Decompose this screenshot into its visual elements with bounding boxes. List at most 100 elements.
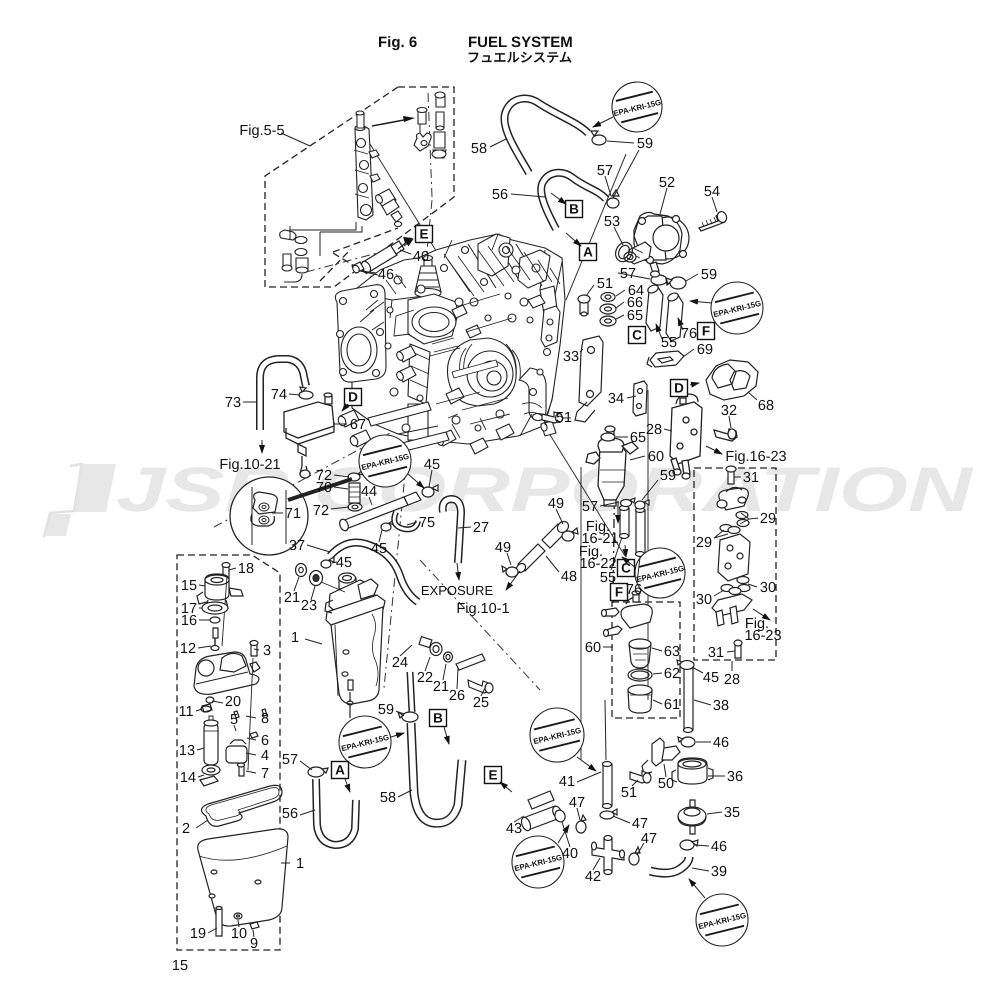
svg-text:46: 46: [713, 735, 729, 751]
svg-text:59: 59: [660, 468, 676, 484]
svg-text:46: 46: [711, 839, 727, 855]
svg-text:9: 9: [250, 936, 258, 952]
svg-text:Fig.10-21: Fig.10-21: [219, 457, 280, 473]
svg-text:48: 48: [561, 569, 577, 585]
svg-text:59: 59: [378, 702, 394, 718]
svg-text:76: 76: [681, 326, 697, 342]
svg-text:47: 47: [641, 831, 657, 847]
svg-text:1: 1: [296, 856, 304, 872]
svg-text:50: 50: [658, 776, 674, 792]
svg-text:25: 25: [473, 695, 489, 711]
svg-text:63: 63: [664, 644, 680, 660]
svg-text:A: A: [583, 245, 593, 260]
svg-text:66: 66: [627, 295, 643, 311]
svg-text:13: 13: [179, 743, 195, 759]
svg-text:45: 45: [371, 541, 387, 557]
svg-text:64: 64: [628, 283, 644, 299]
svg-text:F: F: [702, 324, 710, 339]
svg-text:51: 51: [621, 785, 637, 801]
svg-text:8: 8: [261, 711, 269, 727]
svg-text:61: 61: [664, 697, 680, 713]
svg-text:55: 55: [661, 335, 677, 351]
svg-text:32: 32: [721, 403, 737, 419]
svg-text:69: 69: [697, 342, 713, 358]
svg-text:20: 20: [225, 694, 241, 710]
svg-text:76: 76: [626, 582, 642, 598]
svg-text:45: 45: [424, 457, 440, 473]
svg-text:49: 49: [548, 496, 564, 512]
svg-text:28: 28: [646, 422, 662, 438]
svg-text:14: 14: [180, 770, 196, 786]
svg-text:75: 75: [419, 515, 435, 531]
svg-text:21: 21: [433, 679, 449, 695]
svg-text:74: 74: [271, 387, 287, 403]
svg-text:56: 56: [282, 806, 298, 822]
svg-text:16-21: 16-21: [581, 531, 618, 547]
svg-text:34: 34: [608, 391, 624, 407]
svg-text:38: 38: [713, 698, 729, 714]
svg-text:D: D: [674, 381, 684, 396]
svg-text:28: 28: [724, 672, 740, 688]
svg-text:15: 15: [172, 958, 188, 974]
svg-text:19: 19: [190, 926, 206, 942]
svg-text:E: E: [488, 768, 497, 783]
svg-text:15: 15: [181, 578, 197, 594]
svg-text:71: 71: [285, 506, 301, 522]
svg-text:16: 16: [181, 613, 197, 629]
svg-text:73: 73: [225, 395, 241, 411]
svg-text:Fig.5-5: Fig.5-5: [239, 123, 284, 139]
svg-text:47: 47: [569, 795, 585, 811]
svg-text:29: 29: [760, 511, 776, 527]
svg-text:16-23: 16-23: [744, 628, 781, 644]
svg-text:C: C: [632, 328, 642, 343]
svg-text:45: 45: [336, 555, 352, 571]
svg-text:53: 53: [604, 214, 620, 230]
svg-text:23: 23: [301, 598, 317, 614]
svg-text:Fig.: Fig.: [586, 519, 610, 535]
svg-text:40: 40: [562, 846, 578, 862]
svg-text:F: F: [615, 585, 623, 600]
svg-text:65: 65: [627, 308, 643, 324]
svg-text:E: E: [419, 227, 428, 242]
svg-text:45: 45: [703, 670, 719, 686]
svg-text:31: 31: [743, 470, 759, 486]
svg-text:21: 21: [284, 590, 300, 606]
svg-text:11: 11: [178, 704, 193, 720]
svg-text:39: 39: [711, 864, 727, 880]
svg-text:16-22: 16-22: [579, 556, 616, 572]
svg-text:10: 10: [231, 926, 247, 942]
svg-text:26: 26: [449, 688, 465, 704]
svg-text:Fig.10-1: Fig.10-1: [456, 601, 509, 617]
svg-text:EXPOSURE: EXPOSURE: [421, 583, 494, 598]
svg-text:5: 5: [230, 712, 238, 728]
svg-text:Fig. 6: Fig. 6: [378, 34, 417, 51]
svg-text:52: 52: [659, 175, 675, 191]
svg-text:57: 57: [582, 499, 598, 515]
svg-text:43: 43: [506, 821, 522, 837]
svg-text:68: 68: [758, 398, 774, 414]
svg-text:60: 60: [585, 640, 601, 656]
svg-text:72: 72: [313, 503, 329, 519]
svg-text:65: 65: [630, 430, 646, 446]
svg-text:7: 7: [261, 766, 269, 782]
svg-text:27: 27: [473, 520, 489, 536]
svg-text:6: 6: [261, 733, 269, 749]
svg-text:58: 58: [380, 790, 396, 806]
svg-text:35: 35: [724, 805, 740, 821]
svg-text:46: 46: [378, 267, 394, 283]
svg-text:18: 18: [238, 561, 254, 577]
svg-text:47: 47: [632, 816, 648, 832]
svg-text:3: 3: [263, 643, 271, 659]
svg-text:56: 56: [492, 187, 508, 203]
svg-text:55: 55: [600, 570, 616, 586]
svg-text:C: C: [621, 561, 631, 576]
svg-text:12: 12: [180, 641, 196, 657]
svg-text:31: 31: [708, 645, 724, 661]
svg-text:1: 1: [291, 630, 299, 646]
svg-text:59: 59: [701, 267, 717, 283]
svg-text:A: A: [335, 763, 345, 778]
svg-text:フュエルシステム: フュエルシステム: [467, 50, 572, 65]
svg-text:58: 58: [471, 141, 487, 157]
svg-text:30: 30: [760, 580, 776, 596]
svg-text:22: 22: [417, 670, 433, 686]
